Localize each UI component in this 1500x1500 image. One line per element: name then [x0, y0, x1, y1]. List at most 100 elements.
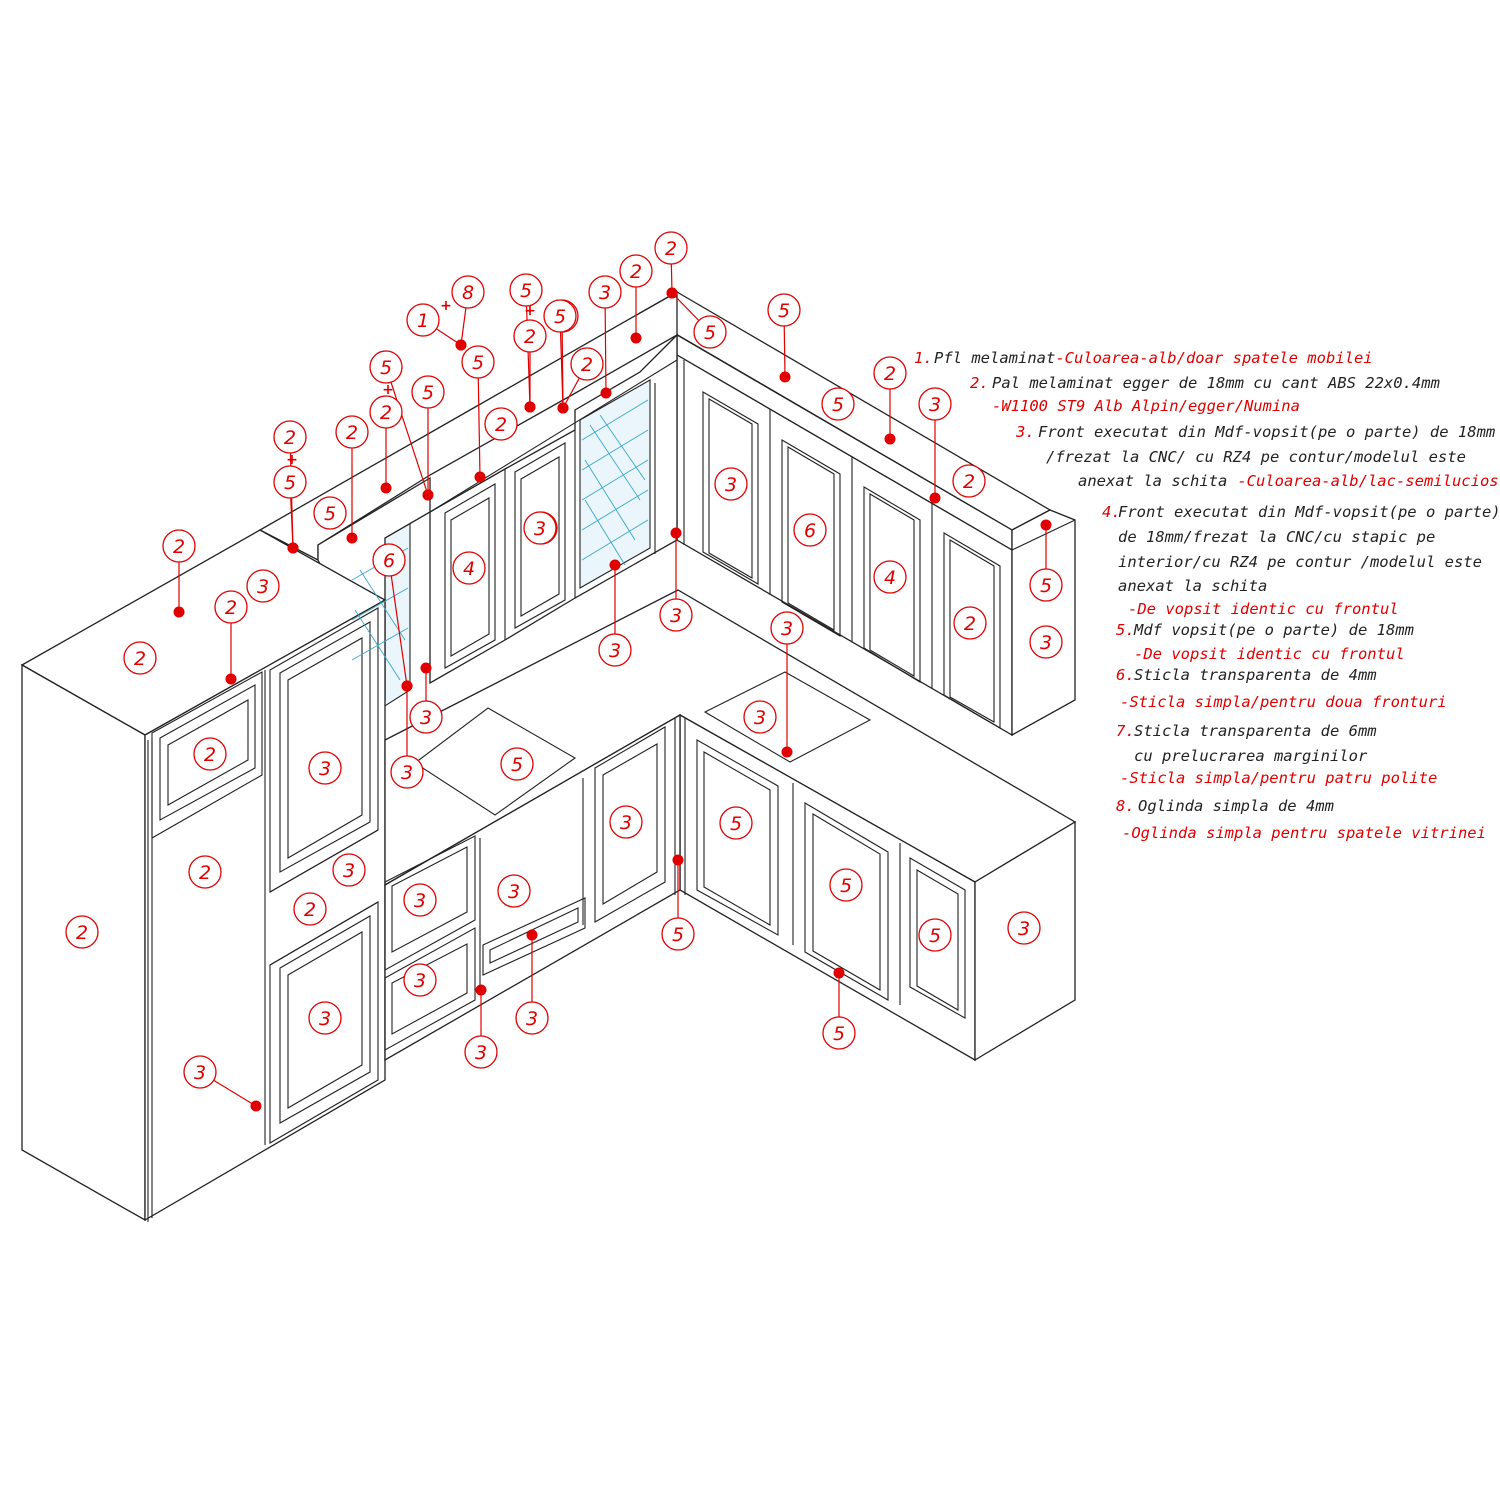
callout-circle — [403, 963, 437, 997]
callout-label: 3 — [414, 890, 426, 912]
callout-label: 5 — [730, 813, 742, 835]
callout-label: 3 — [420, 707, 432, 729]
leader-dot — [779, 371, 791, 383]
callout-bubble: 3 — [659, 598, 693, 632]
callout-circle — [332, 853, 366, 887]
leader-dot — [346, 532, 358, 544]
legend-note: -Sticla simpla/pentru patru polite — [1120, 769, 1437, 787]
legend-num: 1. — [914, 349, 933, 367]
legend-item-3: 3. Front executat din Mdf-vopsit(pe o pa… — [1015, 423, 1499, 490]
callout-circle — [183, 1055, 217, 1089]
callout-circle — [619, 254, 653, 288]
callout-bubble: 3 — [515, 1001, 549, 1035]
callout-label: 2 — [380, 402, 392, 424]
callout-circle — [403, 883, 437, 917]
callout-circle — [953, 606, 987, 640]
callout-bubble: 2 — [952, 464, 986, 498]
leader-dot — [422, 489, 434, 501]
leader-dot — [455, 339, 467, 351]
callout-circle — [654, 231, 688, 265]
legend: 1. Pfl melaminat-Culoarea-alb/doar spate… — [914, 349, 1500, 842]
legend-item-2: 2. Pal melaminat egger de 18mm cu cant A… — [970, 374, 1440, 415]
callout-circle — [515, 1001, 549, 1035]
callout-label: 2 — [204, 744, 216, 766]
callout-bubble: 3 — [523, 511, 557, 545]
plus-sign: + — [382, 382, 394, 398]
callout-bubble: 2 — [335, 415, 369, 449]
callout-label: 2 — [134, 648, 146, 670]
callout-bubble: 2 — [214, 590, 248, 624]
legend-item-4: 4. Front executat din Mdf-vopsit(pe o pa… — [1102, 503, 1500, 618]
legend-text: Front executat din Mdf-vopsit(pe o parte… — [1118, 503, 1500, 521]
callout-bubble: 5 — [273, 465, 307, 499]
callout-bubble: 5 — [918, 918, 952, 952]
callout-label: 2 — [346, 422, 358, 444]
legend-item-5: 5. Mdf vopsit(pe o parte) de 18mm -De vo… — [1116, 621, 1414, 663]
leader-dot — [524, 401, 536, 413]
callout-label: 4 — [463, 558, 475, 580]
plus-sign: + — [286, 452, 298, 468]
legend-item-6: 6. Sticla transparenta de 4mm -Sticla si… — [1116, 666, 1447, 711]
callout-circle — [406, 303, 440, 337]
callout-circle — [1007, 911, 1041, 945]
callout-label: 5 — [1040, 575, 1052, 597]
callout-circle — [500, 747, 534, 781]
callout-circle — [411, 375, 445, 409]
callout-label: 5 — [833, 1023, 845, 1045]
leader-dot — [287, 542, 299, 554]
leader-dot — [526, 929, 538, 941]
callout-label: 3 — [319, 758, 331, 780]
callout-label: 3 — [534, 518, 546, 540]
callout-circle — [464, 1035, 498, 1069]
callout-bubble: 8 — [451, 275, 485, 309]
callout-bubble: 3 — [743, 700, 777, 734]
legend-text-line: anexat la schita — [1078, 472, 1227, 490]
callout-bubble: 3 — [497, 874, 531, 908]
callout-bubble: 3 — [464, 1035, 498, 1069]
callout-label: 1 — [417, 310, 429, 332]
callout-label: 2 — [524, 326, 536, 348]
callout-label: 3 — [781, 618, 793, 640]
callout-label: 5 — [380, 357, 392, 379]
callout-label: 3 — [929, 394, 941, 416]
legend-item-8: 8. Oglinda simpla de 4mm -Oglinda simpla… — [1116, 797, 1486, 842]
legend-note: -De vopsit identic cu frontul — [1134, 645, 1405, 663]
callout-circle — [509, 273, 543, 307]
callout-bubble: 5 — [509, 273, 543, 307]
callout-label: 5 — [554, 306, 566, 328]
callout-label: 5 — [832, 394, 844, 416]
callout-circle — [598, 633, 632, 667]
callout-bubble: 5 — [767, 293, 801, 327]
callout-bubble: 3 — [598, 633, 632, 667]
callout-bubble: 2 — [513, 319, 547, 353]
callout-bubble: 5 — [500, 747, 534, 781]
callout-bubble: 3 — [183, 1055, 217, 1089]
legend-text: Front executat din Mdf-vopsit(pe o parte… — [1038, 423, 1495, 441]
leader-dot — [630, 332, 642, 344]
callout-label: 2 — [225, 597, 237, 619]
callout-label: 3 — [508, 881, 520, 903]
callout-bubble: 3 — [609, 805, 643, 839]
callout-label: 3 — [257, 576, 269, 598]
callout-bubble: 3 — [403, 883, 437, 917]
callout-circle — [372, 543, 406, 577]
callout-bubble: 5 — [829, 868, 863, 902]
leader-line — [604, 291, 607, 394]
callout-circle — [543, 299, 577, 333]
leader-dot — [225, 673, 237, 685]
legend-num: 2. — [970, 374, 989, 392]
leader-dot — [1040, 519, 1052, 531]
plus-sign: + — [440, 298, 452, 314]
callout-bubble: 5 — [1029, 568, 1063, 602]
callout-circle — [719, 806, 753, 840]
callout-label: 5 — [840, 875, 852, 897]
legend-num: 6. — [1116, 666, 1135, 684]
legend-note: -Oglinda simpla pentru spatele vitrinei — [1122, 824, 1486, 842]
callout-label: 2 — [630, 261, 642, 283]
callout-circle — [714, 467, 748, 501]
callout-label: 2 — [964, 613, 976, 635]
callout-bubble: 3 — [246, 569, 280, 603]
callout-label: 3 — [1018, 918, 1030, 940]
callout-bubble: 6 — [793, 513, 827, 547]
callout-label: 2 — [173, 536, 185, 558]
